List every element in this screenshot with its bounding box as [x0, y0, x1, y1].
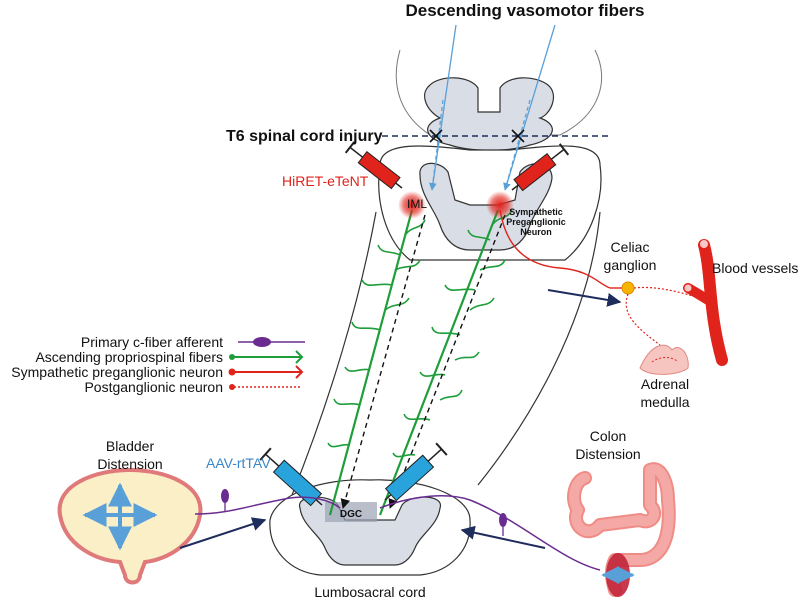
spinal-cord-body — [291, 211, 601, 496]
iml-left-neuron — [398, 191, 426, 219]
hiret-syringe-right — [511, 143, 570, 192]
colon-label-line1: Colon — [590, 428, 627, 444]
aav-syringe-right — [384, 442, 448, 502]
descending-fibers-label: Descending vasomotor fibers — [405, 1, 644, 20]
legend-item-propriospinal — [229, 350, 304, 364]
bladder-icon — [57, 467, 203, 585]
iml-neurons — [398, 191, 514, 219]
injury-line — [382, 129, 612, 143]
injury-label: T6 spinal cord injury — [226, 128, 383, 145]
spn-label-line1: Sympathetic — [509, 207, 563, 217]
legend: Primary c-fiber afferent Ascending propr… — [11, 334, 305, 395]
spn-label-line2: Preganglionic — [506, 217, 566, 227]
celiac-ganglion-icon — [621, 281, 635, 295]
legend-item-postganglionic — [229, 384, 302, 390]
hiret-label: HiRET-eTeNT — [282, 173, 369, 189]
legend-label-afferent: Primary c-fiber afferent — [81, 334, 223, 350]
legend-label-preganglionic: Sympathetic preganglionic neuron — [11, 364, 223, 380]
bladder-label-line1: Bladder — [106, 438, 155, 454]
legend-item-afferent — [238, 337, 305, 347]
ascending-propriospinal-fibers — [327, 209, 513, 516]
colon-label-line2: Distension — [575, 446, 640, 462]
colon-icon — [567, 462, 676, 597]
colon-afferent-soma — [499, 513, 507, 527]
hiret-syringe-left — [344, 141, 403, 190]
bladder-arrow — [179, 517, 267, 549]
adrenal-label-line1: Adrenal — [641, 376, 689, 392]
aav-syringe-left — [259, 447, 323, 507]
iml-right-neuron — [486, 191, 514, 219]
legend-item-preganglionic — [228, 365, 304, 379]
celiac-arrow — [547, 289, 622, 307]
blood-vessels-icon — [683, 239, 728, 366]
c-fiber-afferents — [194, 495, 601, 571]
celiac-label-line2: ganglion — [604, 257, 657, 273]
descending-dashed-arrows — [340, 214, 506, 509]
celiac-label-line1: Celiac — [611, 239, 650, 255]
blood-vessels-label: Blood vessels — [712, 260, 798, 276]
legend-label-postganglionic: Postganglionic neuron — [84, 379, 223, 395]
aav-label: AAV-rtTAV — [206, 455, 271, 471]
colon-arrow — [460, 525, 546, 549]
bladder-afferent-soma — [221, 489, 229, 503]
iml-label: IML — [407, 197, 427, 211]
legend-label-propriospinal: Ascending propriospinal fibers — [35, 349, 223, 365]
descending-fibers — [428, 24, 556, 191]
adrenal-label-line2: medulla — [640, 394, 689, 410]
bladder-label-line2: Distension — [97, 456, 162, 472]
lumbosacral-label: Lumbosacral cord — [314, 584, 425, 600]
dgc-label: DGC — [340, 509, 362, 520]
spn-label-line3: Neuron — [520, 227, 552, 237]
adrenal-medulla-icon — [639, 344, 689, 375]
